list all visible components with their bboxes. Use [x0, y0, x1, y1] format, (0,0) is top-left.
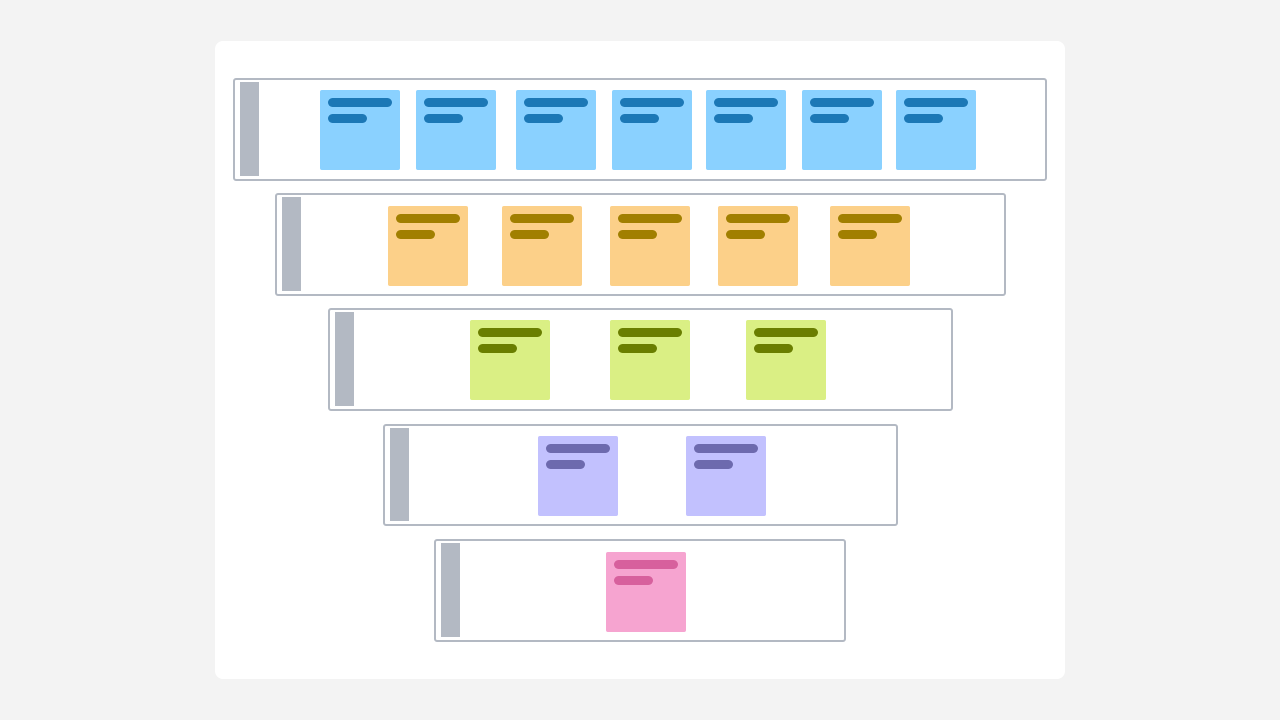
sticky-text-placeholder [478, 328, 542, 337]
row-drag-handle[interactable] [390, 428, 409, 521]
sticky-text-placeholder [838, 230, 877, 239]
sticky-text-placeholder [620, 98, 684, 107]
sticky-text-placeholder [810, 114, 849, 123]
sticky-note[interactable] [388, 206, 468, 286]
sticky-note[interactable] [610, 206, 690, 286]
sticky-text-placeholder [904, 114, 943, 123]
funnel-row-4[interactable] [383, 424, 898, 526]
sticky-note[interactable] [320, 90, 400, 170]
sticky-text-placeholder [424, 98, 488, 107]
sticky-text-placeholder [510, 214, 574, 223]
sticky-text-placeholder [618, 328, 682, 337]
sticky-text-placeholder [328, 98, 392, 107]
sticky-note[interactable] [802, 90, 882, 170]
sticky-note[interactable] [416, 90, 496, 170]
sticky-note[interactable] [606, 552, 686, 632]
sticky-text-placeholder [396, 214, 460, 223]
sticky-text-placeholder [478, 344, 517, 353]
sticky-text-placeholder [620, 114, 659, 123]
sticky-text-placeholder [424, 114, 463, 123]
sticky-note[interactable] [610, 320, 690, 400]
sticky-note[interactable] [502, 206, 582, 286]
sticky-text-placeholder [810, 98, 874, 107]
sticky-text-placeholder [714, 98, 778, 107]
sticky-text-placeholder [618, 230, 657, 239]
row-drag-handle[interactable] [441, 543, 460, 637]
sticky-text-placeholder [754, 344, 793, 353]
sticky-note[interactable] [686, 436, 766, 516]
sticky-text-placeholder [614, 560, 678, 569]
sticky-text-placeholder [694, 444, 758, 453]
sticky-text-placeholder [726, 214, 790, 223]
sticky-text-placeholder [524, 114, 563, 123]
row-drag-handle[interactable] [240, 82, 259, 176]
sticky-text-placeholder [614, 576, 653, 585]
sticky-note[interactable] [718, 206, 798, 286]
sticky-note[interactable] [612, 90, 692, 170]
sticky-text-placeholder [510, 230, 549, 239]
sticky-note[interactable] [746, 320, 826, 400]
sticky-text-placeholder [714, 114, 753, 123]
sticky-text-placeholder [726, 230, 765, 239]
sticky-text-placeholder [546, 444, 610, 453]
sticky-note[interactable] [516, 90, 596, 170]
sticky-text-placeholder [694, 460, 733, 469]
sticky-text-placeholder [904, 98, 968, 107]
sticky-text-placeholder [396, 230, 435, 239]
sticky-text-placeholder [618, 214, 682, 223]
sticky-note[interactable] [830, 206, 910, 286]
sticky-note[interactable] [538, 436, 618, 516]
sticky-text-placeholder [754, 328, 818, 337]
sticky-text-placeholder [546, 460, 585, 469]
sticky-note[interactable] [896, 90, 976, 170]
sticky-text-placeholder [524, 98, 588, 107]
sticky-text-placeholder [618, 344, 657, 353]
sticky-note[interactable] [706, 90, 786, 170]
sticky-text-placeholder [838, 214, 902, 223]
row-drag-handle[interactable] [335, 312, 354, 406]
sticky-text-placeholder [328, 114, 367, 123]
sticky-note[interactable] [470, 320, 550, 400]
row-drag-handle[interactable] [282, 197, 301, 291]
